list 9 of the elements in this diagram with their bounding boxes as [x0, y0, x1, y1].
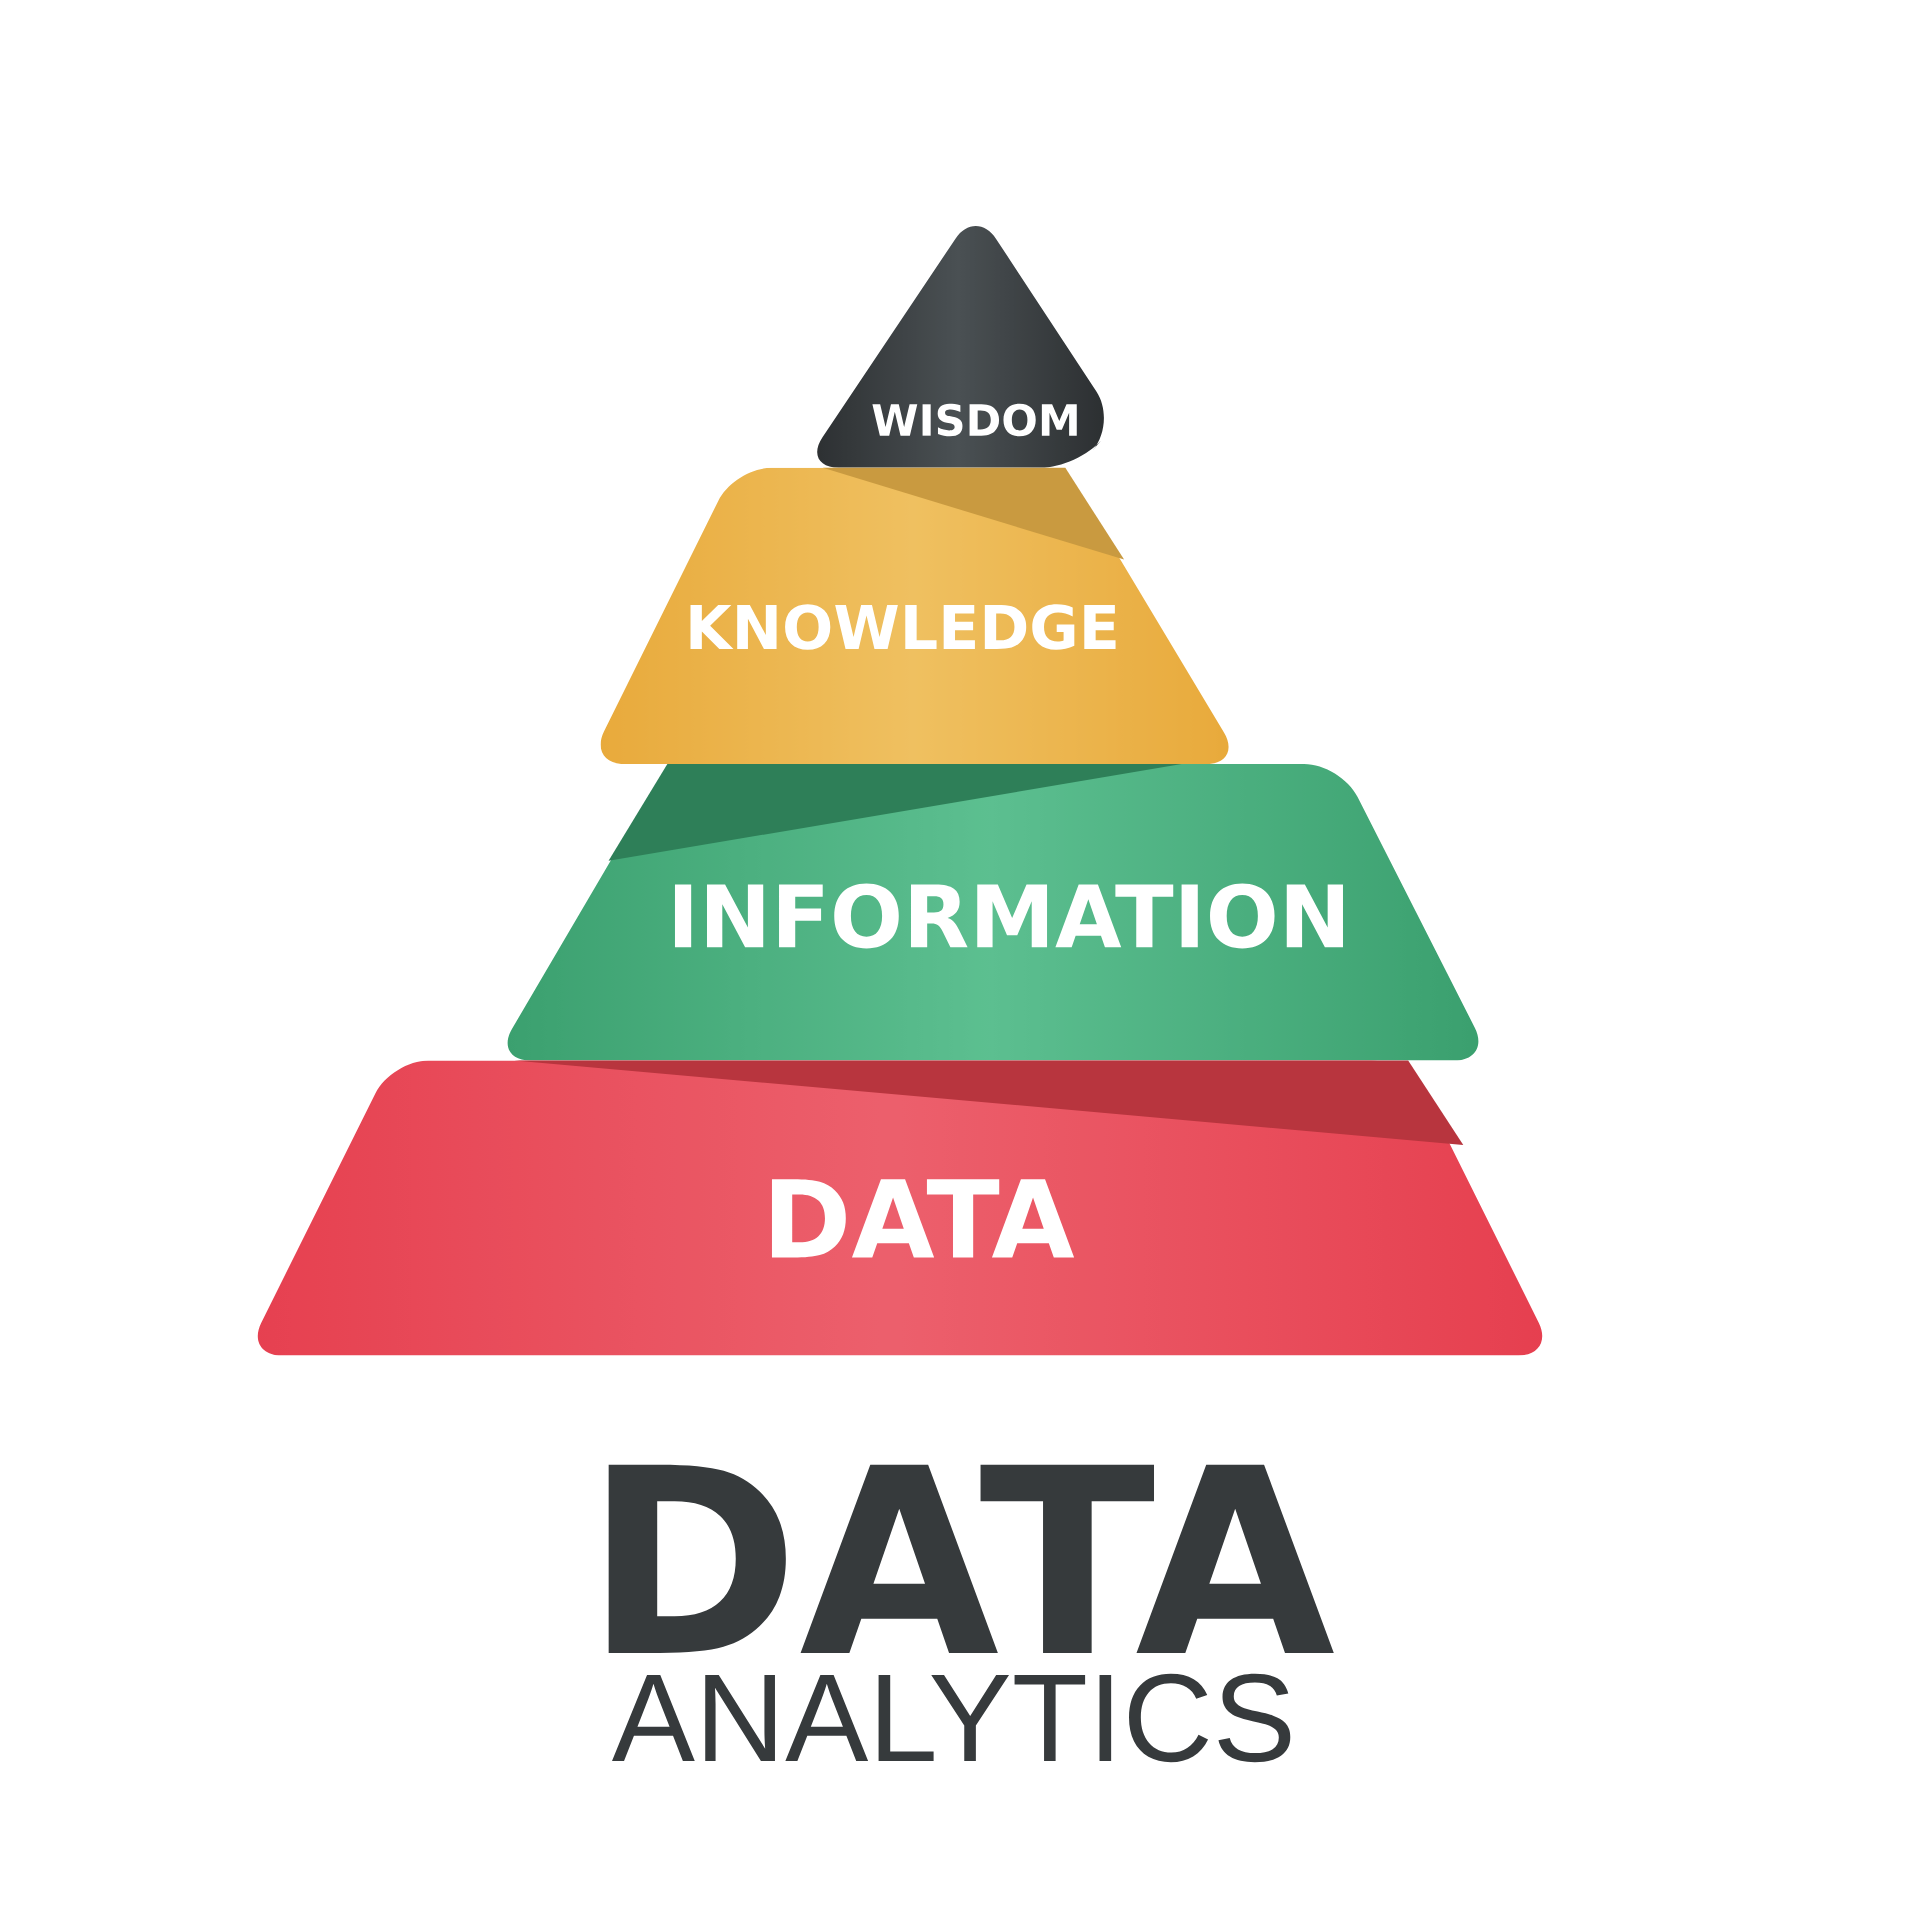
pyramid-layer: INFORMATION [608, 764, 1343, 949]
title: DATA [608, 1464, 1334, 1653]
pyramid-layer: KNOWLEDGE [690, 467, 1125, 650]
node-label: DATA [771, 1179, 1075, 1258]
pyramid-layer: WISDOM [872, 403, 1077, 437]
node-label: INFORMATION [674, 883, 1343, 949]
node-label: KNOWLEDGE [690, 604, 1116, 650]
pyramid-layer: DATA [514, 1060, 1464, 1258]
subtitle: ANALYTICS [612, 1673, 1291, 1763]
